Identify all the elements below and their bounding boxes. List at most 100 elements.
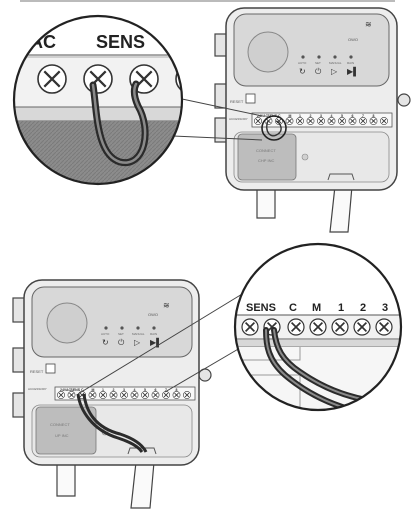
terminal-screw-slot: [90, 392, 95, 398]
zoom-label: 1: [338, 302, 344, 314]
button-label: AUTO: [101, 332, 110, 336]
zoom-label: 3: [382, 302, 388, 314]
reset-button[interactable]: [245, 93, 256, 104]
terminal-screw-slot: [335, 322, 345, 332]
skip-icon: ▶▌: [347, 66, 359, 77]
button-label: RAIN: [150, 332, 157, 336]
status-dot: [152, 326, 156, 330]
terminal-label: 1: [299, 114, 301, 118]
terminal-label: C: [278, 114, 281, 118]
transformer-label: UP INC: [55, 433, 69, 438]
terminal-label: 5: [144, 388, 146, 392]
dial: [247, 31, 289, 73]
terminal-screw-slot: [350, 118, 355, 124]
cable-clip: [327, 173, 355, 181]
side-hinge: [397, 93, 411, 107]
power-icon: ⏻: [118, 338, 125, 347]
zoom-label: C: [172, 32, 185, 52]
terminal-screw-slot: [181, 70, 182, 88]
terminal-screw-slot: [329, 118, 334, 124]
terminal-screw-slot: [58, 392, 64, 398]
terminal-label: 8: [373, 114, 375, 118]
status-dot: [301, 55, 305, 59]
zoom-label: M: [312, 302, 321, 314]
terminal-label: 24VAC: [257, 114, 268, 118]
zoom-connector: [172, 135, 263, 141]
status-dot: [333, 55, 337, 59]
terminal-label: 24VAC: [60, 388, 71, 392]
zoom-label: SENS: [246, 302, 276, 314]
terminal-screw-slot: [132, 392, 137, 398]
terminal-screw-slot: [357, 322, 367, 332]
mount-leg: [130, 461, 155, 509]
display-label: OWO: [148, 312, 158, 317]
transformer-label: CHP INC: [258, 158, 274, 163]
button-label: AUTO: [298, 61, 307, 65]
terminal-screw-slot: [360, 118, 366, 124]
accessory-label: ACCESSORY: [229, 117, 248, 121]
zoom-connector: [164, 347, 241, 393]
terminal-label: 2: [310, 114, 312, 118]
auto-icon: ↻: [299, 67, 306, 76]
terminal-label: 7: [362, 114, 364, 118]
terminal-label: 6: [155, 388, 157, 392]
bottom-controller: ≋ OWO AUTO SET MANUAL RAIN ↻ ⏻ ▷ ▶▌ RESE…: [12, 279, 212, 509]
terminal-screw-slot: [0, 71, 8, 86]
zoom-label: C: [289, 302, 297, 314]
zoom-label: SENS: [96, 32, 145, 52]
terminal-screw-slot: [43, 70, 61, 88]
power-icon: ⏻: [315, 67, 322, 76]
terminal-screw-slot: [153, 392, 158, 398]
play-icon: ▷: [331, 67, 338, 76]
terminal-screw-slot: [255, 118, 261, 124]
terminal-label: 1: [102, 388, 104, 392]
terminal-label: 2: [113, 388, 115, 392]
bottom-zoom: SENS C M 1 2 3: [233, 242, 403, 412]
terminal-screw-slot: [287, 118, 292, 124]
terminal-screw-slot: [184, 392, 190, 398]
terminal-screw-slot: [174, 392, 179, 398]
terminal-screw-slot: [111, 392, 116, 398]
terminal-screw: [14, 64, 15, 94]
terminal-screw-slot: [121, 392, 127, 398]
sensor-cable: [82, 393, 148, 453]
terminal-screw-slot: [245, 322, 255, 332]
terminal-screw-slot: [291, 322, 301, 332]
auto-icon: ↻: [102, 338, 109, 347]
terminal-label: M: [92, 388, 95, 392]
transformer-label: CONNECT: [50, 422, 70, 427]
button-label: SET: [315, 61, 321, 65]
status-dot: [120, 326, 124, 330]
terminal-label: 3: [320, 114, 322, 118]
terminal-screw-slot: [163, 392, 169, 398]
zoom-label: 2: [360, 302, 366, 314]
jumper-wire: [266, 120, 282, 137]
button-label: MANUAL: [132, 332, 145, 336]
status-dot: [104, 326, 108, 330]
reset-label: RESET: [230, 99, 244, 104]
reset-button[interactable]: [45, 363, 56, 374]
status-dot: [349, 55, 353, 59]
terminal-screw-slot: [142, 392, 148, 398]
button-label: MANUAL: [329, 61, 342, 65]
terminal-label: 7: [165, 388, 167, 392]
terminal-screw-slot: [371, 118, 376, 124]
mount-leg: [256, 186, 276, 219]
status-dot: [136, 326, 140, 330]
terminal-label: 5: [341, 114, 343, 118]
terminal-label: 4: [331, 114, 333, 118]
sensor-cable: [76, 393, 144, 453]
top-controller: ≋ OWO AUTO SET MANUAL RAIN ↻ ⏻ ▷ ▶▌ RESE…: [214, 7, 411, 233]
screw: [301, 153, 309, 161]
terminal-label: 3: [123, 388, 125, 392]
zoom-connector: [77, 287, 253, 395]
terminal-screw-slot: [339, 118, 345, 124]
terminal-label: 6: [352, 114, 354, 118]
top-zoom: AC SENS C: [0, 14, 185, 186]
status-dot: [317, 55, 321, 59]
transformer: [237, 133, 297, 181]
button-label: RAIN: [347, 61, 354, 65]
terminal-screw-slot: [100, 392, 106, 398]
wifi-icon: ≋: [365, 20, 372, 29]
